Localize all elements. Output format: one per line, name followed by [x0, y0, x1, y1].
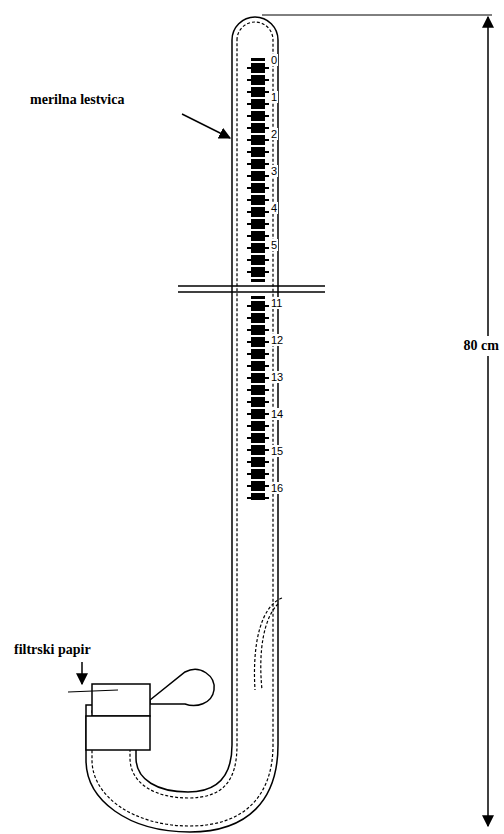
scale-tick [247, 389, 269, 391]
scale-bar [251, 296, 265, 500]
scale-tick [247, 311, 269, 313]
scale-tick [247, 241, 269, 243]
scale-tick [247, 455, 269, 457]
scale-tick [247, 413, 269, 415]
scale-tick [247, 109, 269, 111]
scale-tick [247, 317, 269, 319]
scale-tick [247, 145, 269, 147]
dimension-extension [262, 15, 492, 16]
scale-tick [247, 431, 269, 433]
scale-tick [247, 139, 269, 141]
scale-tick [247, 449, 269, 451]
leader-line [68, 690, 118, 692]
scale-number: 1 [270, 91, 278, 103]
scale-tick [247, 85, 269, 87]
scale-tick [247, 353, 269, 355]
scale-tick [247, 115, 269, 117]
scale-tick [247, 157, 269, 159]
scale-tick [247, 175, 269, 177]
scale-tick [247, 91, 269, 93]
scale-tick [247, 271, 269, 273]
scale-tick [247, 473, 269, 475]
scale-tick [247, 277, 269, 279]
scale-number: 14 [270, 408, 284, 420]
scale-tick [247, 377, 269, 379]
scale-tick [247, 187, 269, 189]
scale-number: 13 [270, 371, 284, 383]
scale-number: 2 [270, 128, 278, 140]
scale-tick [247, 305, 269, 307]
scale-tick [247, 359, 269, 361]
scale-tick [247, 133, 269, 135]
scale-number: 11 [270, 297, 283, 309]
scale-number: 12 [270, 334, 284, 346]
scale-tick [247, 229, 269, 231]
scale-tick [247, 497, 269, 499]
scale-tick [247, 491, 269, 493]
scale-number: 4 [270, 202, 278, 214]
measuring-scale [247, 58, 269, 500]
scale-tick [247, 211, 269, 213]
scale-tick [247, 347, 269, 349]
scale-tick [247, 121, 269, 123]
scale-tick [247, 407, 269, 409]
leader-arrow [182, 114, 230, 138]
scale-tick [247, 437, 269, 439]
scale-number: 3 [270, 165, 278, 177]
tube-inner-dashed [92, 22, 273, 826]
liquid-mark [254, 598, 282, 690]
scale-tick [247, 97, 269, 99]
scale-tick [247, 103, 269, 105]
scale-tick [247, 223, 269, 225]
scale-tick [247, 127, 269, 129]
dimension-line [487, 17, 489, 826]
scale-tick [247, 79, 269, 81]
scale-tick [247, 395, 269, 397]
scale-tick [247, 401, 269, 403]
scale-tick [247, 365, 269, 367]
leader-arrow [81, 662, 83, 684]
scale-tick [247, 73, 269, 75]
scale-tick [247, 181, 269, 183]
scale-tick [247, 67, 269, 69]
dimension-label: 80 cm [463, 336, 500, 356]
scale-tick [247, 419, 269, 421]
scale-tick [247, 151, 269, 153]
scale-tick [247, 163, 269, 165]
scale-tick [247, 479, 269, 481]
scale-tick [247, 323, 269, 325]
scale-tick [247, 383, 269, 385]
scale-tick [247, 467, 269, 469]
tube-outline [86, 17, 278, 832]
scale-tick [247, 329, 269, 331]
scale-tick [247, 217, 269, 219]
break-line [178, 286, 325, 292]
scale-tick [247, 205, 269, 207]
scale-tick [247, 199, 269, 201]
scale-tick [247, 335, 269, 337]
scale-tick [247, 485, 269, 487]
scale-tick [247, 253, 269, 255]
scale-number: 0 [270, 54, 278, 66]
scale-tick [247, 341, 269, 343]
scale-tick [247, 461, 269, 463]
scale-tick [247, 169, 269, 171]
part-label: merilna lestvica [30, 92, 124, 108]
scale-tick [247, 247, 269, 249]
scale-tick [247, 265, 269, 267]
scale-number: 5 [270, 239, 278, 251]
scale-tick [247, 193, 269, 195]
scale-number: 15 [270, 445, 284, 457]
scale-tick [247, 61, 269, 63]
part-label: filtrski papir [14, 642, 91, 658]
scale-tick [247, 235, 269, 237]
scale-number: 16 [270, 482, 284, 494]
scale-tick [247, 371, 269, 373]
scale-tick [247, 299, 269, 301]
filter-paper [86, 669, 214, 750]
scale-tick [247, 259, 269, 261]
scale-tick [247, 443, 269, 445]
scale-tick [247, 425, 269, 427]
